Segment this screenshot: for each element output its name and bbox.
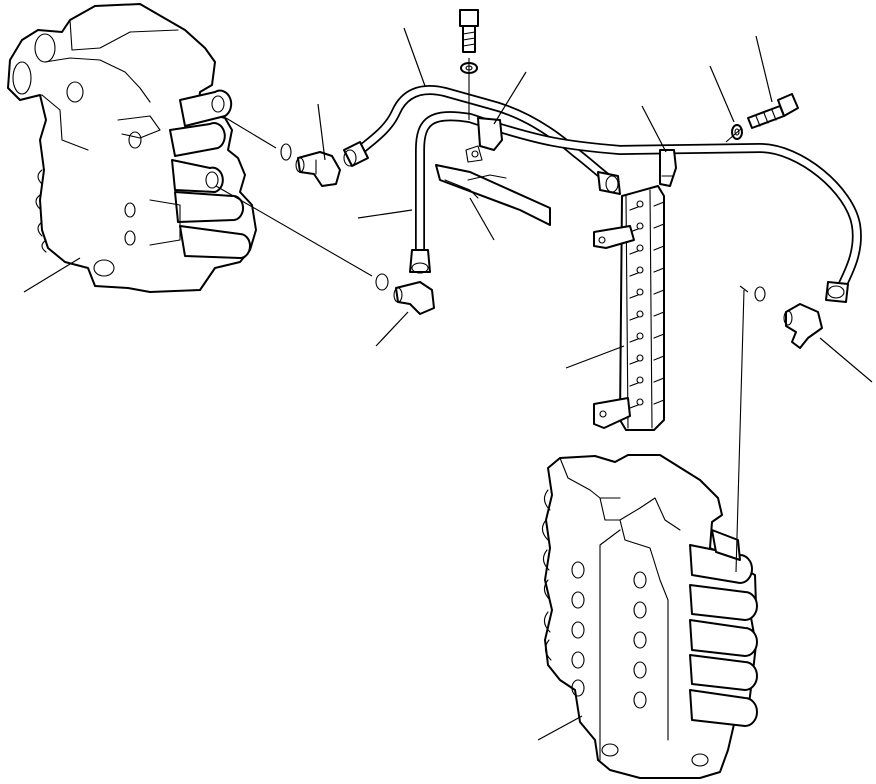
- leader-line-clamp: [493, 71, 527, 125]
- leader-line-bracket: [469, 197, 495, 241]
- hose-fitting-right: [597, 171, 621, 195]
- o-ring-lower: [375, 273, 389, 291]
- o-ring-right: [754, 286, 766, 302]
- hose-fitting-far-right: [825, 281, 849, 303]
- hose-upper: [353, 85, 615, 185]
- leader-line-bolt-right: [755, 35, 773, 103]
- hose-down-left: [415, 111, 862, 295]
- leader-line-hose-mid: [357, 209, 413, 219]
- leader-line-washer: [709, 65, 735, 123]
- bracket-plate: [435, 164, 551, 226]
- hose-clamp-left: [465, 117, 503, 163]
- bolt-top: [459, 9, 479, 53]
- leader-line-valve-left: [23, 257, 81, 293]
- control-valve-lower-right: [541, 454, 758, 779]
- tee-fitting-right: [783, 303, 823, 349]
- leader-line-manifold: [565, 345, 625, 369]
- o-ring-upper: [280, 143, 292, 161]
- control-valve-upper-left: [7, 3, 257, 293]
- leader-line-hose-upper: [403, 27, 426, 87]
- leader-line-elbow-upper: [317, 103, 326, 161]
- distribution-manifold: [593, 185, 665, 431]
- assembly-lines: [215, 58, 749, 573]
- elbow-fitting-lower: [393, 281, 435, 315]
- leader-lines: [23, 27, 873, 741]
- bolt-right: [747, 93, 799, 129]
- leader-line-elbow-lower: [375, 311, 409, 347]
- elbow-fitting-upper: [295, 151, 341, 187]
- leader-line-clamp-right: [641, 105, 667, 153]
- hose-clamp-right: [659, 149, 677, 187]
- leader-line-valve-right: [537, 715, 583, 741]
- hose-fitting-mid: [409, 249, 431, 274]
- leader-line-tee: [819, 337, 873, 383]
- hose-fitting-left: [343, 141, 369, 167]
